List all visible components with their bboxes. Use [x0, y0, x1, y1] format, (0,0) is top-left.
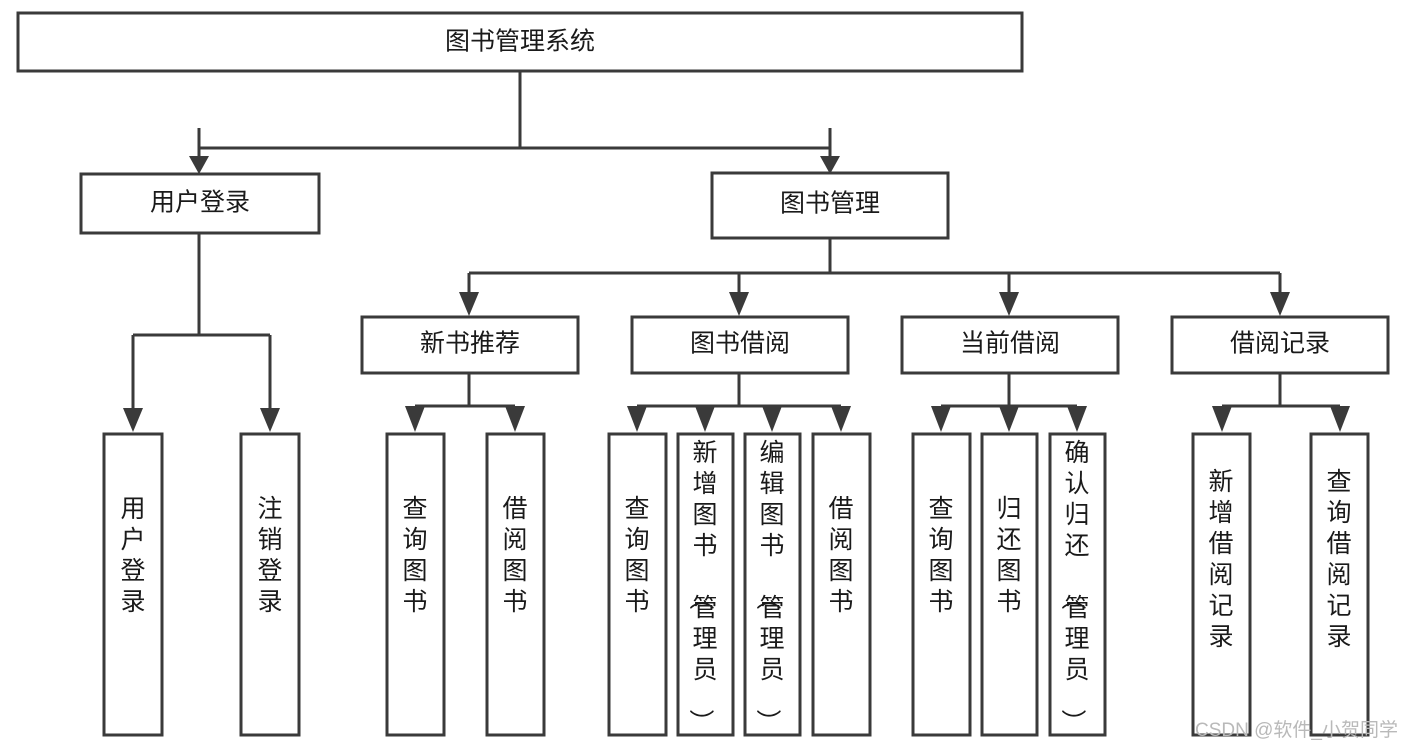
node-leaf-query-book-3-box[interactable]	[911, 432, 972, 737]
node-leaf-query-record[interactable]: 查询借阅记录	[1309, 432, 1370, 737]
node-book-borrow[interactable]: 图书借阅	[630, 315, 850, 375]
node-leaf-return-book-box[interactable]	[980, 432, 1039, 737]
node-leaf-return-book[interactable]: 归还图书	[980, 432, 1039, 737]
arrowhead-book-manage	[820, 156, 840, 174]
arrowhead-leaf-logout-login	[260, 408, 280, 432]
node-leaf-borrow-book-2-label: 借阅图书	[828, 495, 853, 616]
arrowhead-leaf-query-book-1	[405, 406, 425, 432]
node-new-book-recommend[interactable]: 新书推荐	[360, 315, 580, 375]
node-leaf-logout-login-label: 注销登录	[257, 495, 282, 616]
node-leaf-user-login-label: 用户登录	[120, 495, 145, 616]
arrowhead-book-borrow	[729, 292, 749, 316]
node-book-borrow-label: 图书借阅	[690, 330, 790, 358]
arrowhead-user-login	[189, 156, 209, 174]
node-leaf-edit-book-label: 编辑图书（管理员）	[753, 439, 784, 734]
node-borrow-record-label: 借阅记录	[1230, 330, 1330, 358]
node-leaf-user-login[interactable]: 用户登录	[102, 432, 164, 737]
node-user-login-box[interactable]	[79, 172, 321, 235]
node-book-borrow-box[interactable]	[630, 315, 850, 375]
node-current-borrow[interactable]: 当前借阅	[900, 315, 1120, 375]
node-leaf-edit-book[interactable]: 编辑图书（管理员）	[743, 432, 802, 737]
node-user-login[interactable]: 用户登录	[79, 172, 321, 235]
node-leaf-confirm-return-label: 确认归还（管理员）	[1058, 439, 1089, 734]
node-leaf-query-book-3-label: 查询图书	[928, 495, 953, 616]
arrowhead-leaf-add-record	[1212, 406, 1232, 432]
node-leaf-query-book-3[interactable]: 查询图书	[911, 432, 972, 737]
node-leaf-user-login-box[interactable]	[102, 432, 164, 737]
node-leaf-borrow-book-1-box[interactable]	[485, 432, 546, 737]
node-current-borrow-label: 当前借阅	[960, 330, 1060, 358]
node-leaf-confirm-return-box[interactable]	[1048, 432, 1107, 737]
node-leaf-query-book-1-label: 查询图书	[402, 495, 427, 616]
node-leaf-logout-login[interactable]: 注销登录	[239, 432, 301, 737]
node-leaf-add-record-label: 新增借阅记录	[1208, 468, 1233, 651]
node-leaf-query-book-2-box[interactable]	[607, 432, 668, 737]
arrowhead-leaf-return-book	[999, 406, 1019, 432]
node-leaf-query-record-box[interactable]	[1309, 432, 1370, 737]
arrowhead-new-book-recommend	[459, 292, 479, 316]
arrowhead-leaf-borrow-book-1	[505, 406, 525, 432]
arrowhead-leaf-borrow-book-2	[831, 406, 851, 432]
connector-layer	[123, 71, 1350, 432]
node-leaf-return-book-label: 归还图书	[996, 495, 1021, 616]
node-root-label: 图书管理系统	[445, 28, 595, 56]
node-leaf-add-record-box[interactable]	[1191, 432, 1252, 737]
node-new-book-recommend-label: 新书推荐	[420, 330, 520, 358]
node-leaf-borrow-book-1-label: 借阅图书	[502, 495, 527, 616]
node-leaf-edit-book-box[interactable]	[743, 432, 802, 737]
arrowhead-leaf-query-book-3	[931, 406, 951, 432]
node-leaf-borrow-book-2[interactable]: 借阅图书	[811, 432, 872, 737]
node-leaf-borrow-book-2-box[interactable]	[811, 432, 872, 737]
node-borrow-record-box[interactable]	[1170, 315, 1390, 375]
node-leaf-query-record-label: 查询借阅记录	[1326, 468, 1351, 651]
node-leaf-confirm-return[interactable]: 确认归还（管理员）	[1048, 432, 1107, 737]
arrowhead-leaf-confirm-return	[1067, 406, 1087, 432]
node-user-login-label: 用户登录	[150, 189, 250, 217]
csdn-watermark: CSDN @软件_小贺同学	[1195, 719, 1398, 741]
arrowhead-leaf-user-login	[123, 408, 143, 432]
node-root[interactable]: 图书管理系统	[16, 11, 1024, 73]
node-borrow-record[interactable]: 借阅记录	[1170, 315, 1390, 375]
arrowhead-leaf-query-record	[1330, 406, 1350, 432]
node-leaf-add-book-label: 新增图书（管理员）	[686, 439, 717, 734]
node-leaf-query-book-2[interactable]: 查询图书	[607, 432, 668, 737]
node-current-borrow-box[interactable]	[900, 315, 1120, 375]
node-leaf-query-book-1[interactable]: 查询图书	[385, 432, 446, 737]
node-leaf-query-book-1-box[interactable]	[385, 432, 446, 737]
node-book-manage[interactable]: 图书管理	[710, 171, 950, 240]
node-leaf-add-book-box[interactable]	[676, 432, 735, 737]
node-book-manage-label: 图书管理	[780, 190, 880, 218]
arrowhead-leaf-add-book	[695, 406, 715, 432]
arrowhead-borrow-record	[1270, 292, 1290, 316]
node-leaf-add-book[interactable]: 新增图书（管理员）	[676, 432, 735, 737]
node-leaf-borrow-book-1[interactable]: 借阅图书	[485, 432, 546, 737]
node-book-manage-box[interactable]	[710, 171, 950, 240]
node-root-box[interactable]	[16, 11, 1024, 73]
arrowhead-current-borrow	[999, 292, 1019, 316]
arrowhead-leaf-edit-book	[762, 406, 782, 432]
node-new-book-recommend-box[interactable]	[360, 315, 580, 375]
node-leaf-query-book-2-label: 查询图书	[624, 495, 649, 616]
arrowhead-leaf-query-book-2	[627, 406, 647, 432]
node-leaf-logout-login-box[interactable]	[239, 432, 301, 737]
node-leaf-add-record[interactable]: 新增借阅记录	[1191, 432, 1252, 737]
